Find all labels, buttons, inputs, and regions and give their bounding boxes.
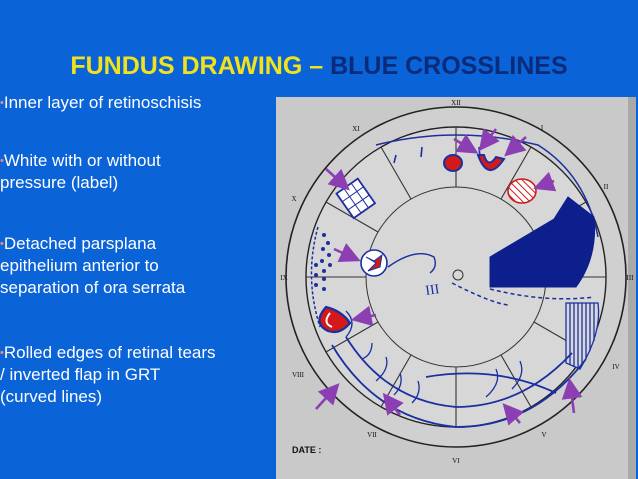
- bullet-text: Detached parsplana: [3, 234, 157, 253]
- clock-label-viii: VIII: [292, 371, 305, 379]
- detachment-dashed-border: [489, 288, 595, 300]
- bullet-text: separation of ora serrata: [0, 278, 186, 297]
- bullet-marker: •: [0, 238, 4, 250]
- clock-label-xi: XI: [352, 125, 360, 133]
- bullet-4: •Rolled edges of retinal tears / inverte…: [0, 342, 270, 408]
- ora-serrata-line: [375, 134, 599, 238]
- bullet-text: White with or without: [3, 151, 161, 170]
- red-rolled-tear: [318, 305, 352, 334]
- bullet-marker: •: [0, 347, 4, 359]
- arrow-to-horseshoe: [453, 134, 479, 154]
- central-lesion-star: [365, 253, 383, 272]
- vessel-line: [387, 253, 437, 274]
- arrow-to-tear-right: [504, 134, 527, 157]
- parsplana-striped-area: [565, 302, 600, 370]
- clock-label-i: I: [541, 124, 544, 132]
- red-lesion-round: [443, 154, 463, 172]
- bullet-marker: •: [0, 155, 4, 167]
- red-rolled-tear-inner: [325, 312, 333, 328]
- optic-disc: [452, 269, 464, 281]
- grt-curved-band-inner: [345, 336, 573, 408]
- date-label: DATE :: [292, 445, 321, 455]
- central-lesion: [360, 249, 388, 277]
- title-part-yellow: FUNDUS DRAWING –: [70, 52, 331, 80]
- arrow-to-red-tear: [350, 305, 377, 327]
- clock-label-v: V: [541, 431, 546, 439]
- bullet-text: Inner layer of retinoschisis: [3, 93, 202, 112]
- clock-label-vii: VII: [367, 431, 377, 439]
- arrow-to-crosslines: [325, 168, 350, 191]
- bullet-text: pressure (label): [0, 173, 119, 192]
- paper-edge-shadow: [628, 97, 636, 479]
- detachment-lower-line: [451, 282, 509, 306]
- vitreous-mark: III: [424, 282, 440, 299]
- arrow-to-hatched: [533, 171, 557, 192]
- bullet-2: •White with or without pressure (label): [0, 150, 270, 194]
- white-pressure-outline: [310, 226, 321, 328]
- arrow-to-parsplana: [561, 377, 583, 414]
- arrow-to-band-middle: [382, 392, 404, 416]
- red-horseshoe-tear: [476, 154, 506, 171]
- bullet-text: Rolled edges of retinal tears: [3, 343, 216, 362]
- bullet-marker: •: [0, 97, 4, 109]
- clock-label-x: X: [291, 195, 296, 203]
- grt-curved-band-outer: [331, 344, 587, 428]
- bullet-text: epithelium anterior to: [0, 256, 159, 275]
- fundus-drawing: XII I II III IV V VI VII VIII IX X XI: [276, 97, 636, 479]
- clock-label-ii: II: [604, 183, 609, 191]
- slide-title: FUNDUS DRAWING – BLUE CROSSLINES: [0, 52, 638, 81]
- bullet-text: (curved lines): [0, 387, 103, 406]
- arrow-to-band-left: [315, 383, 340, 410]
- arrow-to-band-right: [502, 403, 525, 426]
- clock-label-ix: IX: [280, 274, 287, 282]
- retinal-detachment-area: [489, 196, 596, 288]
- clock-label-iii: III: [627, 274, 635, 282]
- title-part-navy: BLUE CROSSLINES: [330, 52, 568, 80]
- red-hatched-lesion: [507, 178, 537, 204]
- bullet-text: / inverted flap in GRT: [0, 365, 161, 384]
- clock-label-vi: VI: [452, 457, 460, 465]
- arrow-to-central: [333, 243, 361, 263]
- arrows: [315, 128, 583, 426]
- clock-labels: XII I II III IV V VI VII VIII IX X XI: [280, 99, 634, 465]
- lower-detachment-curve: [425, 372, 557, 394]
- clock-label-iv: IV: [612, 363, 619, 371]
- clock-label-xii: XII: [451, 99, 461, 107]
- arrow-to-round-lesion: [478, 128, 500, 152]
- bullet-1: •Inner layer of retinoschisis: [0, 92, 270, 114]
- bullet-3: •Detached parsplana epithelium anterior …: [0, 233, 270, 299]
- white-pressure-dots: [314, 233, 332, 291]
